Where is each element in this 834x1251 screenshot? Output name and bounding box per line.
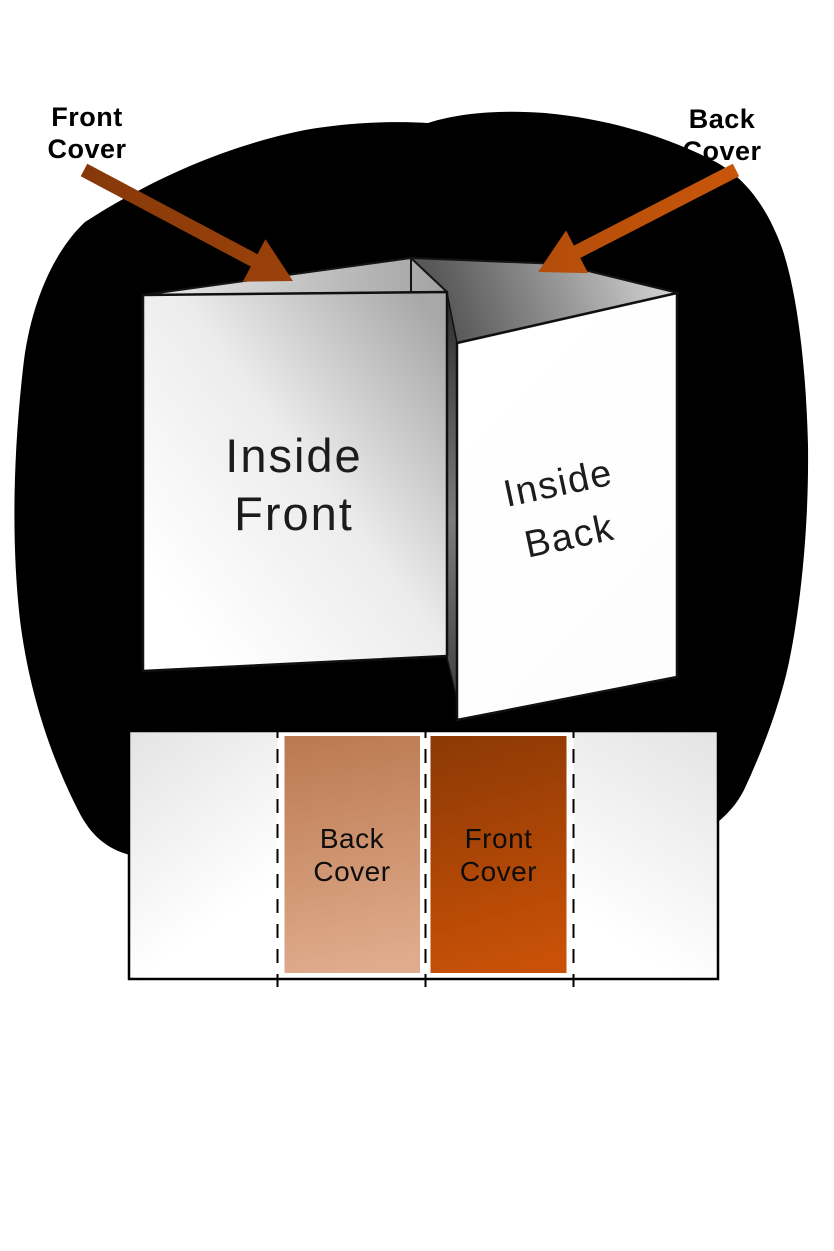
inside-front-line1: Inside bbox=[225, 429, 362, 482]
inside-front-line2: Front bbox=[234, 487, 354, 540]
inside-front-panel bbox=[141, 290, 449, 673]
back-cover-arrow bbox=[538, 163, 740, 274]
inside-back-label: Inside Back bbox=[500, 452, 618, 567]
front-cover-callout: Front Cover bbox=[47, 102, 126, 164]
front-cover-swatch bbox=[430, 736, 567, 973]
front-cover-callout-line1: Front bbox=[51, 102, 122, 132]
back-cover-swatch-line1: Back bbox=[320, 823, 385, 854]
front-cover-swatch-line2: Cover bbox=[460, 856, 537, 887]
front-cover-arrow bbox=[80, 163, 293, 282]
flat-layout-strip: Back Cover Front Cover bbox=[127, 724, 720, 987]
back-cover-swatch-line2: Cover bbox=[313, 856, 390, 887]
front-cover-swatch-line1: Front bbox=[465, 823, 533, 854]
inside-front-label: Inside Front bbox=[225, 429, 362, 540]
inside-back-panel bbox=[455, 291, 679, 722]
strip-panel-1 bbox=[129, 731, 278, 979]
front-cover-callout-line2: Cover bbox=[47, 134, 126, 164]
back-cover-swatch bbox=[284, 736, 420, 973]
strip-panel-4 bbox=[573, 731, 718, 979]
card-spine-edge-shadow bbox=[446, 292, 458, 701]
strip-border bbox=[127, 729, 720, 981]
folded-card: Inside Back Inside Front bbox=[141, 257, 679, 722]
back-cover-callout-line1: Back bbox=[689, 104, 756, 134]
